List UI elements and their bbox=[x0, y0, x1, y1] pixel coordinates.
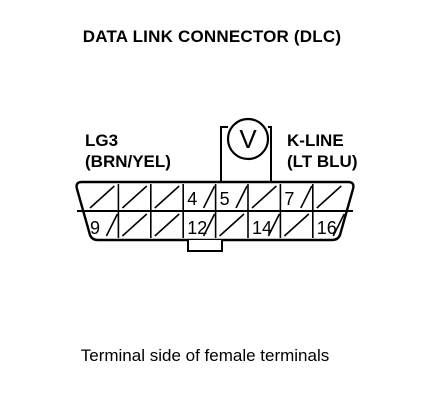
terminal-7-slash bbox=[300, 185, 313, 209]
lg3-label-wire-color: (BRN/YEL) bbox=[85, 152, 171, 171]
voltmeter-letter: V bbox=[239, 124, 257, 154]
terminal-5-number: 5 bbox=[220, 189, 230, 209]
terminal-14-slash bbox=[267, 213, 281, 237]
empty-terminal-slash bbox=[251, 185, 277, 209]
diagram-title: DATA LINK CONNECTOR (DLC) bbox=[82, 27, 342, 46]
terminal-16-slash bbox=[332, 213, 345, 237]
connector-key-tab bbox=[187, 240, 223, 252]
lg3-label: LG3 (BRN/YEL) bbox=[85, 130, 171, 172]
k-line-label: K-LINE (LT BLU) bbox=[287, 130, 358, 172]
lg3-label-name: LG3 bbox=[85, 131, 119, 150]
k-line-label-name: K-LINE bbox=[287, 131, 344, 150]
k-line-label-wire-color: (LT BLU) bbox=[287, 152, 358, 171]
terminal-7-number: 7 bbox=[284, 189, 294, 209]
terminal-12-slash bbox=[202, 213, 216, 237]
terminal-12-number: 12 bbox=[187, 218, 207, 238]
terminal-4-slash bbox=[202, 185, 216, 209]
terminal-4-number: 4 bbox=[187, 189, 197, 209]
empty-terminal-slash bbox=[283, 213, 310, 237]
empty-terminal-slash bbox=[121, 185, 148, 209]
voltmeter-leads bbox=[220, 126, 272, 182]
terminal-5-slash bbox=[235, 185, 248, 209]
empty-terminal-slash bbox=[89, 185, 115, 209]
voltmeter-symbol: V bbox=[226, 117, 270, 161]
terminal-numbers: 4 5 7 9 12 14 16 bbox=[90, 189, 337, 238]
caption: Terminal side of female terminals bbox=[80, 346, 330, 365]
terminal-9-number: 9 bbox=[90, 218, 100, 238]
empty-terminal-slash bbox=[154, 185, 180, 209]
terminal-14-number: 14 bbox=[252, 218, 272, 238]
empty-terminal-slash bbox=[154, 213, 180, 237]
terminal-cells bbox=[89, 184, 345, 238]
empty-terminal-slash bbox=[219, 213, 245, 237]
terminal-9-slash bbox=[105, 213, 119, 237]
empty-terminal-slash bbox=[316, 185, 342, 209]
terminal-16-number: 16 bbox=[317, 218, 337, 238]
empty-terminal-slash bbox=[121, 213, 148, 237]
